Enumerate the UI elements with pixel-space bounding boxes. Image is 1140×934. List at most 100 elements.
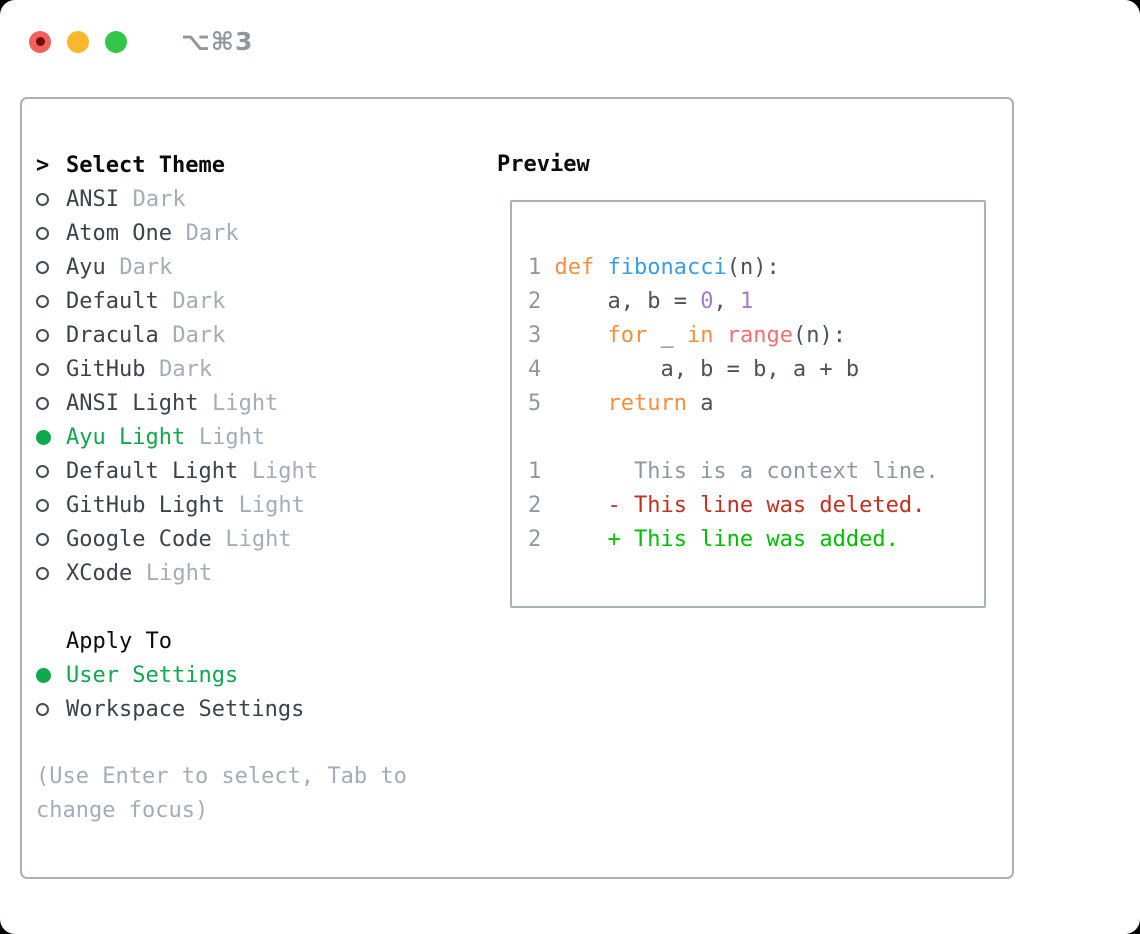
theme-name: Default Light (66, 458, 239, 484)
code-token: in (686, 323, 714, 348)
line-number: 2 (528, 527, 542, 552)
code-token: , (713, 289, 740, 314)
theme-name: GitHub Light (66, 492, 225, 518)
radio-icon (36, 566, 66, 580)
preview-title: Preview (497, 152, 590, 177)
zoom-button[interactable] (105, 30, 127, 53)
hint-line-1: (Use Enter to select, Tab to (36, 764, 407, 789)
apply-option-label: User Settings (66, 662, 239, 688)
theme-variant: Dark (185, 220, 239, 246)
radio-icon (36, 294, 66, 308)
radio-icon (36, 498, 66, 512)
radio-icon (36, 328, 66, 342)
window-shortcut-label: ⌥⌘3 (181, 27, 254, 56)
apply-option-label: Workspace Settings (66, 696, 305, 722)
theme-variant: Dark (172, 288, 226, 314)
line-number: 5 (528, 391, 542, 416)
theme-variant: Light (238, 492, 305, 518)
theme-name: Dracula (66, 322, 159, 348)
hint-line-2: change focus) (36, 798, 209, 823)
apply-to-title: Apply To (66, 628, 172, 654)
line-number: 3 (528, 323, 542, 348)
theme-option-github-light[interactable]: GitHub Light Light (36, 488, 476, 522)
theme-option-github[interactable]: GitHub Dark (36, 352, 476, 386)
theme-variant: Dark (172, 322, 226, 348)
code-token: _ (647, 323, 687, 348)
theme-name: ANSI (66, 186, 119, 212)
theme-name: Google Code (66, 526, 212, 552)
code-token: 0 (700, 289, 714, 314)
theme-variant: Dark (132, 186, 186, 212)
close-button[interactable] (29, 30, 51, 53)
theme-variant: Dark (159, 356, 213, 382)
preview-code-line: 2 a, b = 0, 1 (528, 285, 984, 319)
radio-icon (36, 702, 66, 716)
theme-name: Atom One (66, 220, 172, 246)
theme-name: Ayu Light (66, 424, 186, 450)
preview-code-line: 1 This is a context line. (528, 455, 984, 489)
minimize-button[interactable] (67, 30, 89, 53)
theme-option-ansi[interactable]: ANSI Dark (36, 182, 476, 216)
radio-icon (36, 260, 66, 274)
theme-option-dracula[interactable]: Dracula Dark (36, 318, 476, 352)
theme-name: GitHub (66, 356, 146, 382)
code-token: fibonacci (607, 255, 727, 280)
code-token: a, b = (554, 289, 701, 314)
code-token: return (607, 391, 687, 416)
theme-variant: Light (225, 526, 292, 552)
preview-code-line: 5 return a (528, 387, 984, 421)
theme-name: Ayu (66, 254, 106, 280)
radio-selected-icon (36, 429, 66, 445)
selection-cursor-icon: > (36, 152, 50, 178)
line-number: 2 (528, 493, 542, 518)
preview-code-line: 3 for _ in range(n): (528, 319, 984, 353)
radio-icon (36, 362, 66, 376)
theme-option-ayu-light[interactable]: Ayu Light Light (36, 420, 476, 454)
radio-icon (36, 396, 66, 410)
select-theme-header: > Select Theme (36, 148, 476, 182)
apply-option-workspace-settings[interactable]: Workspace Settings (36, 692, 476, 726)
apply-to-header: Apply To (36, 624, 476, 658)
theme-name: ANSI Light (66, 390, 199, 416)
theme-option-ayu[interactable]: Ayu Dark (36, 250, 476, 284)
window-titlebar: ⌥⌘3 (29, 27, 253, 56)
radio-icon (36, 464, 66, 478)
theme-variant: Light (251, 458, 319, 484)
theme-name: Default (66, 288, 159, 314)
line-number: 1 (528, 255, 542, 280)
theme-option-atom-one[interactable]: Atom One Dark (36, 216, 476, 250)
apply-option-user-settings[interactable]: User Settings (36, 658, 476, 692)
code-token: for (607, 323, 648, 348)
theme-option-google-code[interactable]: Google Code Light (36, 522, 476, 556)
code-token: 1 (739, 289, 754, 314)
code-token: range (726, 323, 793, 348)
line-number: 1 (528, 459, 542, 484)
radio-icon (36, 226, 66, 240)
theme-variant: Light (212, 390, 279, 416)
close-dot-icon (35, 37, 45, 46)
preview-code-line: 2 - This line was deleted. (528, 489, 984, 523)
theme-option-default[interactable]: Default Dark (36, 284, 476, 318)
code-token: This is a context line. (554, 459, 939, 484)
preview-code-line: 4 a, b = b, a + b (528, 353, 984, 387)
theme-option-ansi-light[interactable]: ANSI Light Light (36, 386, 476, 420)
code-token: a (686, 391, 714, 416)
theme-variant: Light (198, 424, 266, 450)
theme-variant: Dark (119, 254, 173, 280)
theme-variant: Light (145, 560, 213, 586)
code-token (554, 323, 607, 348)
select-theme-title: Select Theme (66, 152, 225, 178)
theme-option-default-light[interactable]: Default Light Light (36, 454, 476, 488)
preview-blank-line (528, 421, 984, 455)
code-token: (n): (792, 323, 846, 348)
code-token (713, 323, 726, 348)
code-token (554, 391, 607, 416)
line-number: 4 (528, 357, 542, 382)
